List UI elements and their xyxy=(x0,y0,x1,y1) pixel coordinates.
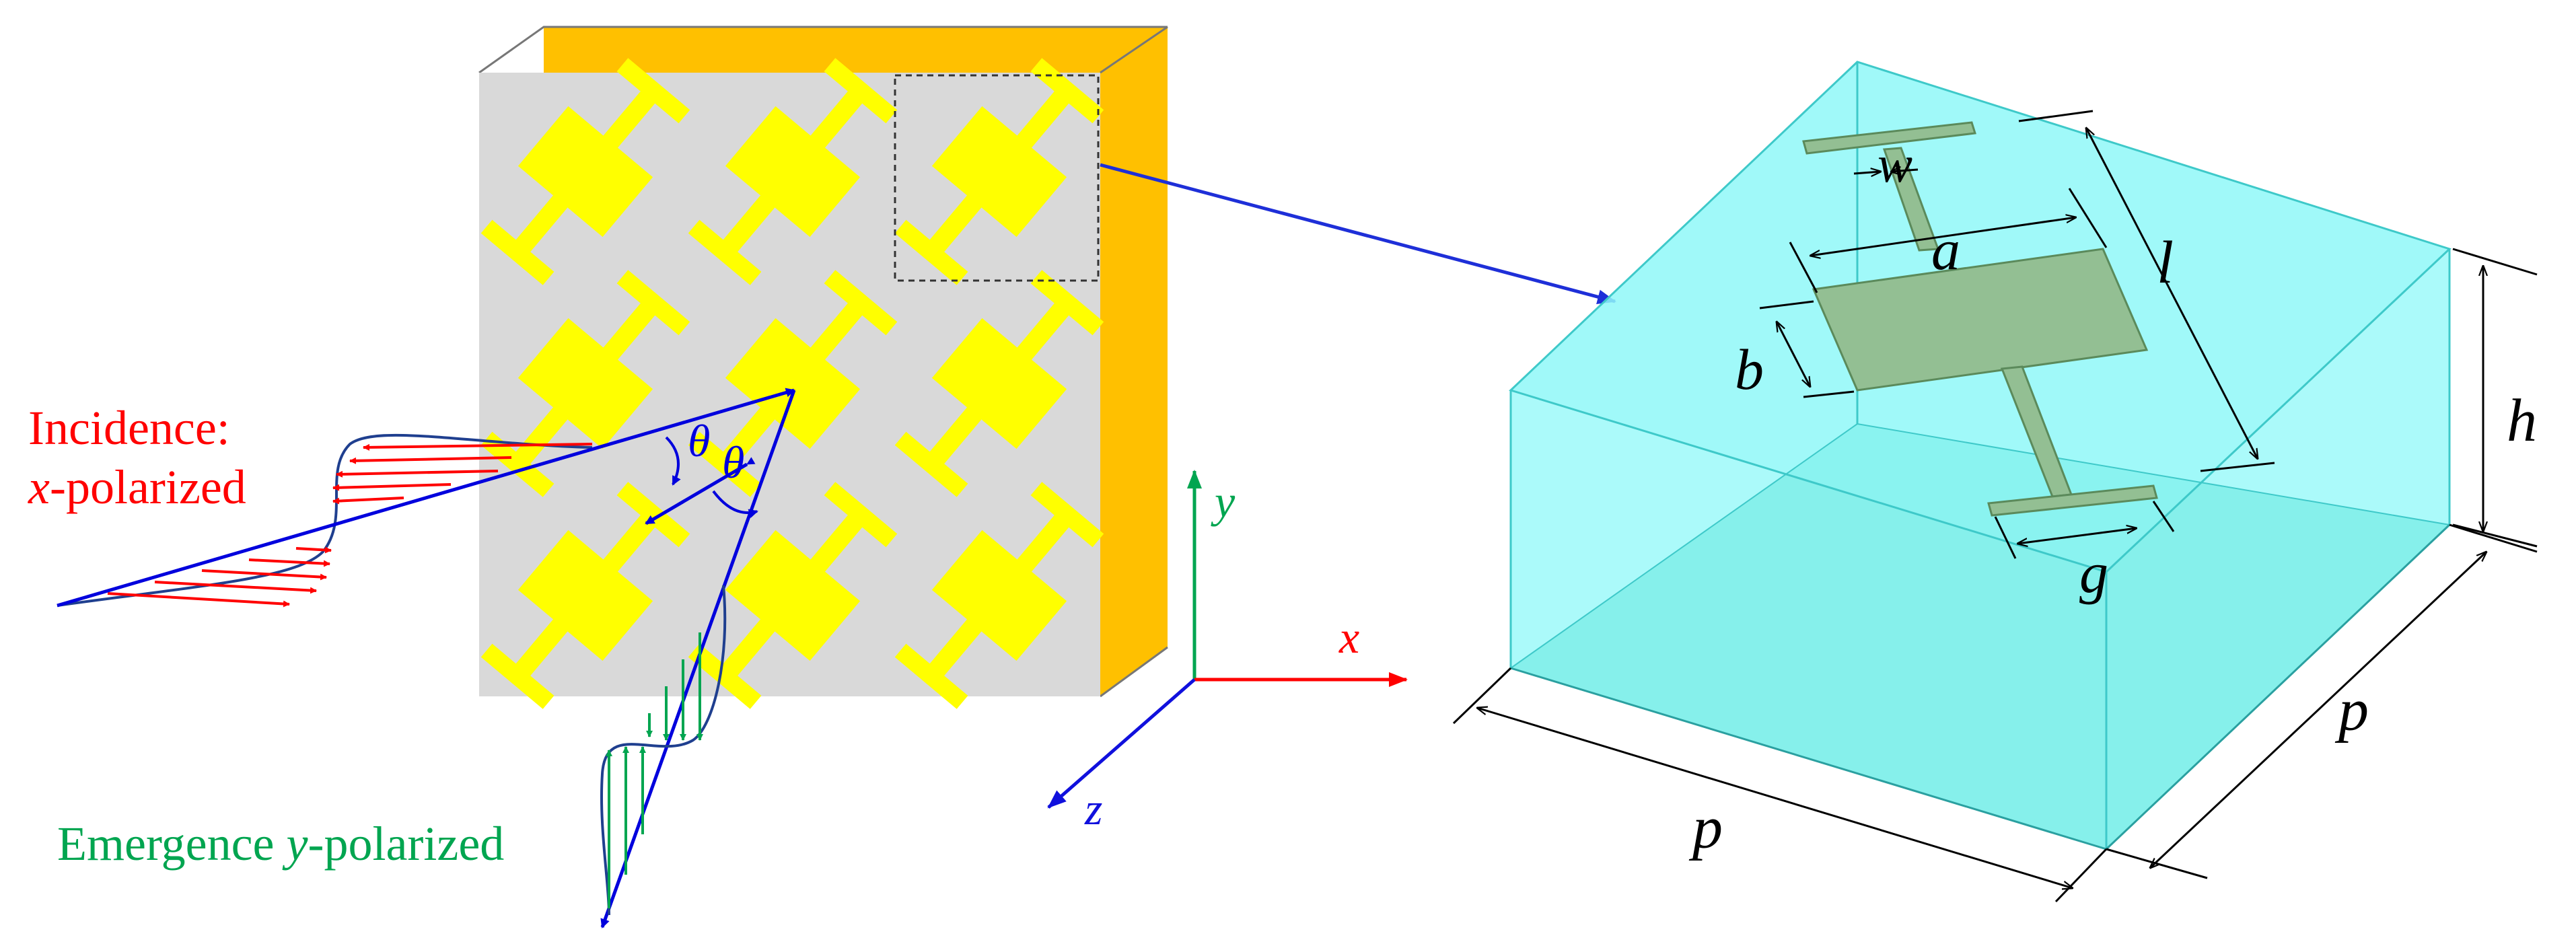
zoom-link-arrow xyxy=(1100,163,1616,304)
dim-p-right-label: p xyxy=(2334,677,2369,743)
dim-a-label: a xyxy=(1931,217,1960,282)
top-t-bar xyxy=(1802,121,1976,155)
incident-wave xyxy=(57,433,593,608)
dim-g-label: g xyxy=(2079,540,2108,605)
theta-arc-2 xyxy=(712,490,758,519)
theta-arc-1 xyxy=(665,436,681,486)
dimension-lines xyxy=(1452,110,2538,903)
z-axis xyxy=(1047,678,1196,809)
x-axis-label: x xyxy=(1338,612,1359,663)
resonator-array xyxy=(469,48,1116,719)
coordinate-axes: y x z xyxy=(1047,470,1408,834)
emergent-ray xyxy=(600,390,796,929)
incidence-label: Incidence: xyxy=(28,401,230,455)
incident-ray xyxy=(57,388,795,608)
unit-cell-highlight xyxy=(894,74,1100,282)
normal-line xyxy=(645,457,756,525)
theta-label-1: θ xyxy=(688,415,710,466)
unit-cell: w a l b g h p p xyxy=(1452,61,2538,903)
dim-b-label: b xyxy=(1735,337,1764,402)
incidence-polarization-label: x-polarized xyxy=(28,460,246,514)
emergence-label: Emergence y-polarized xyxy=(57,817,504,871)
y-axis-label: y xyxy=(1211,476,1236,527)
emergent-wave xyxy=(600,585,727,916)
ground-plane xyxy=(544,27,1168,696)
theta-label-2: θ xyxy=(722,437,744,488)
dim-p-bottom-label: p xyxy=(1688,795,1723,861)
dim-l-label: l xyxy=(2157,229,2174,296)
dim-h-label: h xyxy=(2507,388,2537,454)
dim-w-label: w xyxy=(1877,135,1912,193)
metasurface-slab xyxy=(469,26,1168,719)
z-axis-label: z xyxy=(1084,783,1102,834)
bottom-t-bar xyxy=(1987,484,2158,517)
